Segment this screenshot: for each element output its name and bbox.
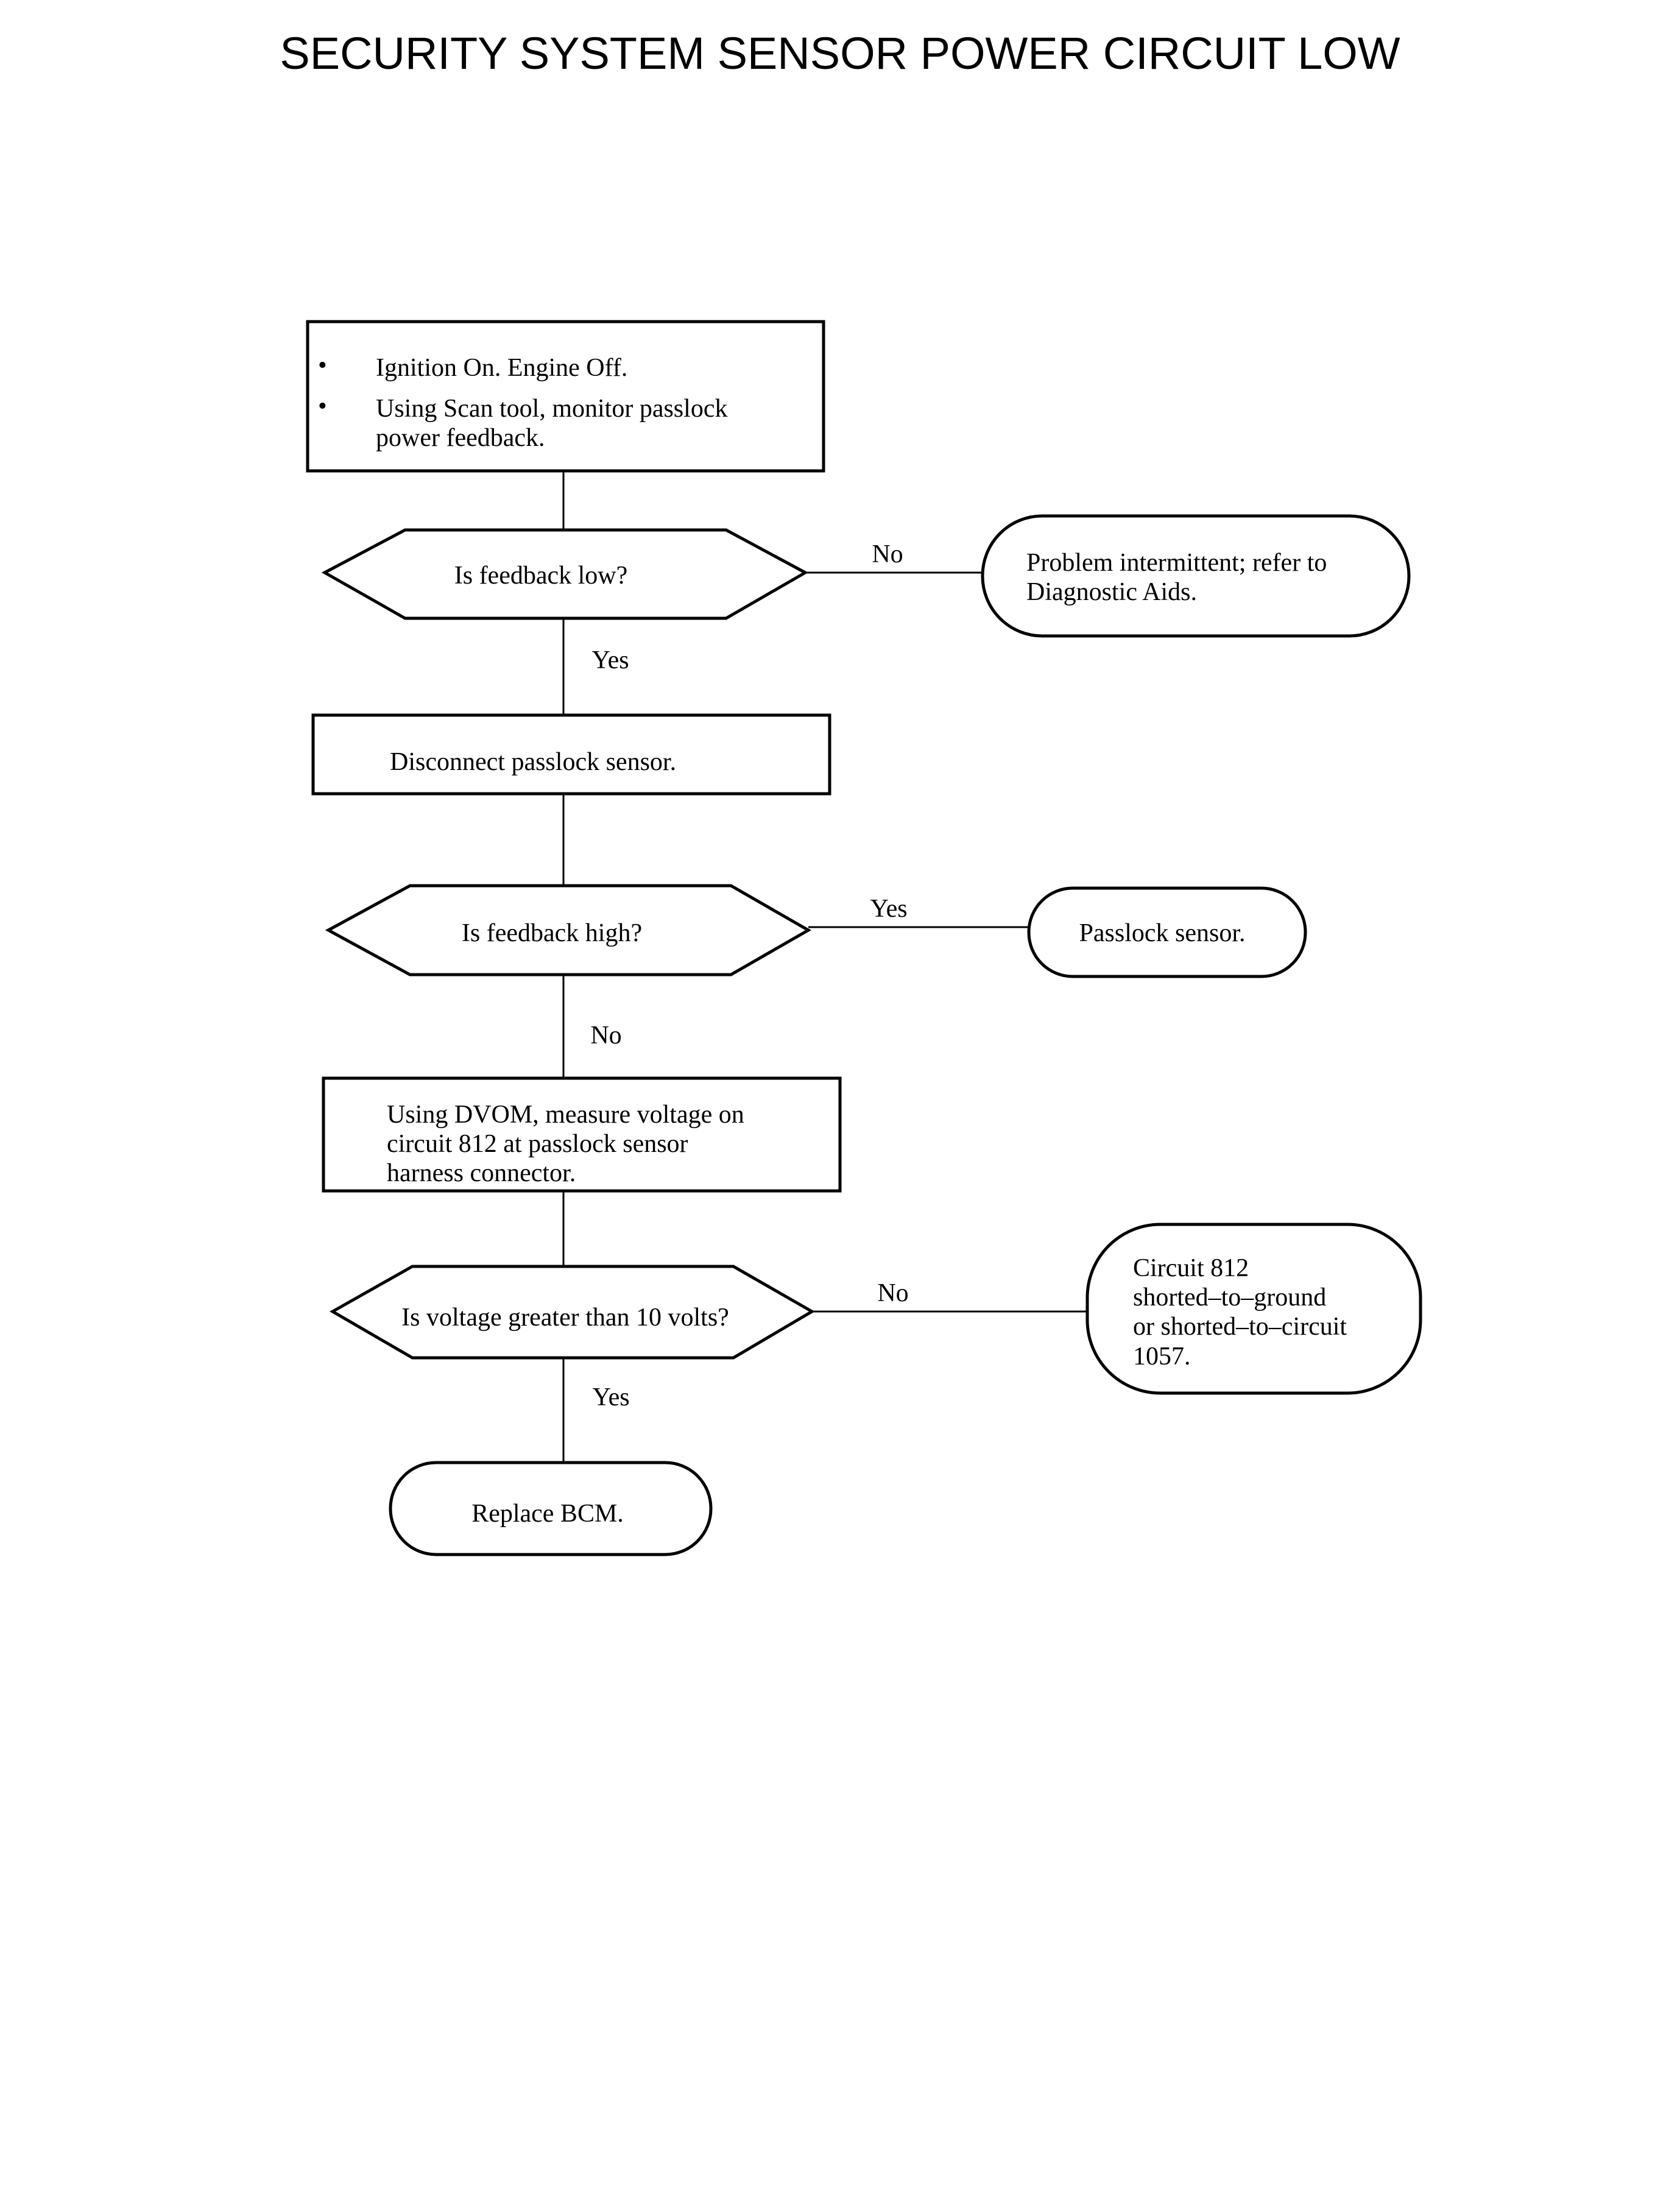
decision-feedback-low-text: Is feedback low? (454, 562, 628, 590)
q2-yes-label: Yes (870, 895, 907, 923)
start-bullet-2-text-cont: power feedback. (376, 424, 545, 452)
terminal-problem-intermittent: Problem intermittent; refer to Diagnosti… (981, 514, 1411, 638)
measure-line-2: circuit 812 at passlock sensor (387, 1130, 688, 1158)
step-start-box: • Ignition On. Engine Off. • Using Scan … (306, 320, 825, 473)
bullet-1: • (318, 351, 327, 380)
connectors (562, 471, 1087, 1463)
replace-bcm-text: Replace BCM. (471, 1500, 624, 1528)
step-measure-box: Using DVOM, measure voltage on circuit 8… (322, 1076, 842, 1193)
measure-line-3: harness connector. (387, 1159, 576, 1187)
terminal-passlock-sensor: Passlock sensor. (1027, 886, 1307, 978)
decision-voltage-greater-10: Is voltage greater than 10 volts? (329, 1265, 815, 1360)
terminal-circuit-shorted: Circuit 812 shorted–to–ground or shorted… (1085, 1223, 1422, 1395)
passlock-sensor-text: Passlock sensor. (1079, 919, 1246, 947)
q1-yes-label: Yes (591, 646, 629, 674)
bullet-2: • (318, 392, 327, 420)
start-bullet-2-text: Using Scan tool, monitor passlock (376, 395, 727, 423)
q3-no-label: No (877, 1279, 908, 1307)
decision-feedback-low: Is feedback low? (321, 528, 809, 620)
q2-no-label: No (590, 1022, 621, 1050)
measure-line-1: Using DVOM, measure voltage on (387, 1101, 744, 1129)
disconnect-text: Disconnect passlock sensor. (390, 748, 676, 776)
terminal-replace-bcm: Replace BCM. (389, 1461, 713, 1556)
circuit-short-line-2: shorted–to–ground (1133, 1283, 1326, 1312)
decision-feedback-high-text: Is feedback high? (462, 919, 642, 947)
start-bullet-1-text: Ignition On. Engine Off. (376, 354, 627, 382)
q3-yes-label: Yes (592, 1383, 629, 1411)
diagram-title: SECURITY SYSTEM SENSOR POWER CIRCUIT LOW (280, 28, 1400, 79)
circuit-short-line-4: 1057. (1133, 1343, 1191, 1371)
step-disconnect-box: Disconnect passlock sensor. (311, 713, 831, 796)
intermittent-line-1: Problem intermittent; refer to (1026, 549, 1327, 577)
q1-no-label: No (872, 540, 903, 568)
circuit-short-line-3: or shorted–to–circuit (1133, 1313, 1347, 1341)
decision-voltage-text: Is voltage greater than 10 volts? (401, 1304, 729, 1332)
circuit-short-line-1: Circuit 812 (1133, 1254, 1249, 1282)
intermittent-line-2: Diagnostic Aids. (1026, 578, 1197, 606)
decision-feedback-high: Is feedback high? (325, 884, 812, 976)
